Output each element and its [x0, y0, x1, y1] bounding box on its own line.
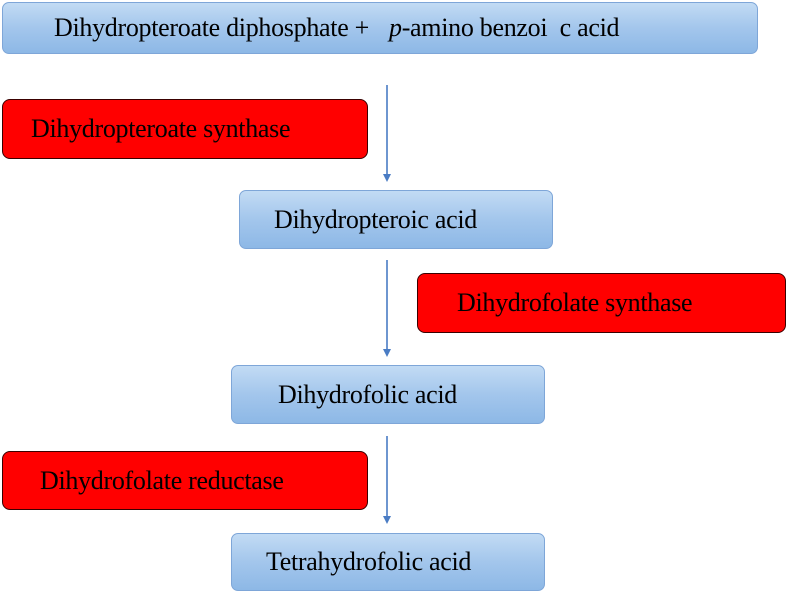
enzyme-label-1: Dihydropteroate synthase: [31, 114, 291, 143]
product-label: Tetrahydrofolic acid: [266, 547, 472, 576]
enzyme-label-2: Dihydrofolate synthase: [457, 288, 693, 317]
substrate-start-part3: -amino benzoi c acid: [401, 13, 620, 42]
enzyme-box-dihydropteroate-synthase: Dihydropteroate synthase: [2, 99, 368, 159]
substrate-box-tetrahydrofolic-acid: Tetrahydrofolic acid: [231, 533, 545, 591]
substrate-start-italic: p: [389, 13, 402, 42]
substrate-start-text: Dihydropteroate diphosphate + p-amino ben…: [54, 13, 620, 43]
intermediate-label-1: Dihydropteroic acid: [274, 204, 477, 234]
enzyme-box-dihydrofolate-reductase: Dihydrofolate reductase: [2, 451, 368, 510]
substrate-box-start: Dihydropteroate diphosphate + p-amino ben…: [2, 2, 758, 54]
substrate-box-dihydrofolic-acid: Dihydrofolic acid: [231, 365, 545, 424]
substrate-start-part1: Dihydropteroate diphosphate +: [54, 13, 369, 42]
enzyme-label-3: Dihydrofolate reductase: [40, 465, 284, 495]
substrate-box-dihydropteroic-acid: Dihydropteroic acid: [239, 190, 553, 249]
intermediate-label-2: Dihydrofolic acid: [278, 379, 458, 409]
enzyme-box-dihydrofolate-synthase: Dihydrofolate synthase: [417, 273, 786, 333]
